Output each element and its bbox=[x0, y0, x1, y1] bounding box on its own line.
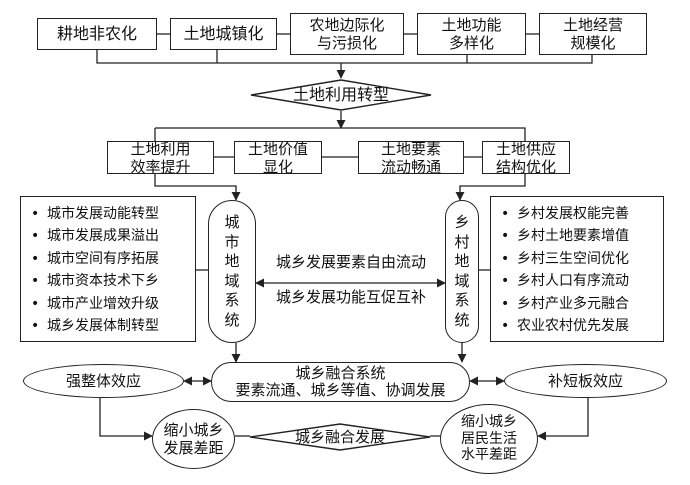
transition-label: 土地利用转型 bbox=[292, 85, 389, 104]
left-result: 缩小城乡 发展差距 bbox=[152, 409, 235, 469]
box-element-flow: 土地要素 流动畅通 bbox=[358, 140, 464, 176]
urban-system-char-5: 统 bbox=[224, 310, 240, 329]
top-box-scale-operation: 土地经营 规模化 bbox=[539, 13, 647, 55]
flow-line-1: 城乡发展要素自由流动 bbox=[275, 252, 426, 271]
urban-system-char-3: 域 bbox=[224, 271, 240, 290]
rural-system-char-3: 域 bbox=[454, 271, 470, 290]
urban-system: 城市地域系统 bbox=[208, 200, 256, 343]
flow-line-2: 城乡发展功能互促互补 bbox=[275, 287, 426, 306]
urban-system-char-1: 市 bbox=[224, 232, 240, 251]
box-value: 土地价值 显化 bbox=[234, 140, 322, 176]
fusion-subtitle: 要素流通、城乡等值、协调发展 bbox=[235, 381, 446, 399]
rural-system-char-4: 系 bbox=[454, 291, 470, 309]
rural-system-char-0: 乡 bbox=[454, 213, 470, 231]
list-item: 乡村三生空间优化 bbox=[501, 248, 663, 270]
rural-system: 乡村地域系统 bbox=[445, 200, 479, 343]
box-supply-structure: 土地供应 结构优化 bbox=[482, 140, 570, 176]
rural-system-char-1: 村 bbox=[454, 232, 470, 251]
list-item: 农业农村优先发展 bbox=[501, 315, 663, 337]
top-box-marginalization: 农地边际化 与污损化 bbox=[290, 13, 404, 55]
list-item: 城市空间有序拓展 bbox=[31, 248, 195, 270]
rural-system-char-5: 统 bbox=[454, 310, 470, 329]
list-item: 城市发展动能转型 bbox=[31, 203, 195, 225]
transition-diamond bbox=[250, 79, 432, 111]
top-box-urbanization: 土地城镇化 bbox=[170, 18, 277, 50]
list-item: 城市资本技术下乡 bbox=[31, 270, 195, 292]
list-item: 城市产业增效升级 bbox=[31, 293, 195, 315]
fusion-system: 城乡融合系统 要素流通、城乡等值、协调发展 bbox=[211, 362, 470, 402]
top-box-multifunction: 土地功能 多样化 bbox=[417, 13, 526, 55]
fusion-title: 城乡融合系统 bbox=[295, 363, 386, 382]
list-item: 城市发展成果溢出 bbox=[31, 225, 195, 247]
rural-list: 乡村发展权能完善乡村土地要素增值乡村三生空间优化乡村人口有序流动乡村产业多元融合… bbox=[490, 196, 664, 342]
fusion-development-diamond bbox=[249, 423, 431, 451]
box-efficiency: 土地利用 效率提升 bbox=[107, 140, 214, 176]
urban-system-char-0: 城 bbox=[224, 213, 240, 231]
list-item: 乡村土地要素增值 bbox=[501, 225, 663, 247]
list-item: 乡村发展权能完善 bbox=[501, 203, 663, 225]
list-item: 乡村产业多元融合 bbox=[501, 293, 663, 315]
fusion-development-label: 城乡融合发展 bbox=[294, 427, 385, 446]
urban-system-char-2: 地 bbox=[224, 252, 240, 270]
right-effect: 补短板效应 bbox=[504, 364, 667, 398]
right-result: 缩小城乡 居民生活 水平差距 bbox=[440, 404, 538, 474]
urban-system-char-4: 系 bbox=[224, 291, 240, 309]
list-item: 城乡发展体制转型 bbox=[31, 315, 195, 337]
urban-list: 城市发展动能转型城市发展成果溢出城市空间有序拓展城市资本技术下乡城市产业增效升级… bbox=[20, 196, 196, 342]
rural-system-char-2: 地 bbox=[454, 252, 470, 270]
left-effect: 强整体效应 bbox=[23, 364, 184, 398]
list-item: 乡村人口有序流动 bbox=[501, 270, 663, 292]
top-box-cultivated-land: 耕地非农化 bbox=[37, 18, 157, 50]
